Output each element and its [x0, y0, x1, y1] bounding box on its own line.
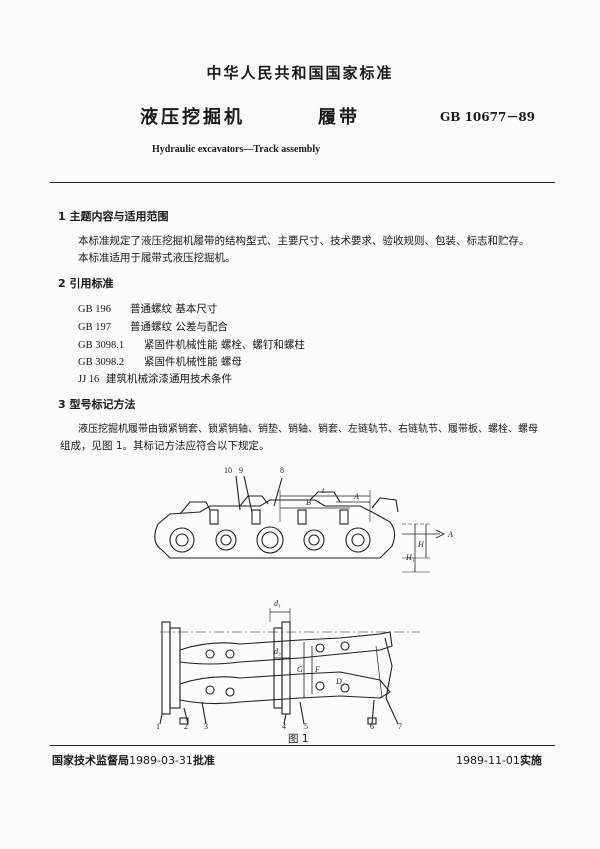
- dim-label-g: G: [297, 665, 303, 674]
- footer-divider: [50, 745, 555, 746]
- effective-date: 1989-11-01: [456, 754, 520, 767]
- figure-caption: 图 1: [288, 733, 309, 745]
- reference-code: GB 3098.1: [78, 340, 125, 351]
- dim-label-t: t: [322, 486, 325, 495]
- reference-item: GB 196 普通螺纹 基本尺寸: [78, 301, 217, 316]
- dim-label-arrow-a: A: [447, 530, 453, 539]
- reference-code: GB 196: [78, 304, 111, 315]
- english-title: Hydraulic excavators—Track assembly: [152, 144, 321, 155]
- document-title-part2: 履带: [318, 107, 360, 128]
- dim-label-h1: H₁: [405, 553, 415, 562]
- reference-code: JJ 16: [78, 374, 100, 385]
- dim-label-d3: d₃: [274, 647, 281, 656]
- reference-code: GB 197: [78, 322, 111, 333]
- figure-label-10: 10: [224, 466, 232, 475]
- reference-title: 建筑机械涂漆通用技术条件: [106, 373, 232, 385]
- section-3-heading: 3 型号标记方法: [58, 398, 136, 411]
- dim-label-h: H: [417, 540, 425, 549]
- reference-item: GB 3098.1 紧固件机械性能 螺栓、螺钉和螺柱: [78, 337, 305, 352]
- part-number-5: 5: [304, 722, 308, 730]
- reference-title: 紧固件机械性能 螺栓、螺钉和螺柱: [144, 339, 305, 351]
- part-number-4: 4: [282, 722, 286, 730]
- effective-label: 实施: [519, 754, 542, 767]
- part-number-7: 7: [398, 722, 402, 730]
- reference-code: GB 3098.2: [78, 357, 125, 368]
- approved-label: 批准: [192, 754, 215, 767]
- dim-label-a: A: [353, 492, 359, 501]
- section-3-para-2: 组成，见图 1。其标记方法应符合以下规定。: [60, 440, 270, 452]
- figure-label-8: 8: [280, 466, 284, 475]
- section-1-para-2: 本标准适用于履带式液压挖掘机。: [78, 252, 236, 264]
- track-assembly-figure: 10 9 8 t B A H H₁ A d₁ d₃ D₂ G F 1 2 3 4…: [154, 466, 453, 730]
- national-standard-heading: 中华人民共和国国家标准: [206, 64, 394, 82]
- standard-number: GB 10677－89: [440, 110, 536, 124]
- approved-date: 1989-03-31: [129, 754, 193, 767]
- reference-title: 普通螺纹 基本尺寸: [130, 303, 218, 315]
- reference-title: 紧固件机械性能 螺母: [144, 356, 242, 368]
- issuer-name: 国家技术监督局: [52, 754, 129, 767]
- dim-label-f: F: [314, 665, 320, 674]
- document-title-part1: 液压挖掘机: [140, 107, 245, 128]
- footer-effective: 1989-11-01实施: [456, 752, 542, 768]
- part-number-3: 3: [204, 722, 208, 730]
- reference-item: GB 197 普通螺纹 公差与配合: [78, 319, 228, 334]
- reference-item: GB 3098.2 紧固件机械性能 螺母: [78, 354, 242, 369]
- dim-label-d2: D₂: [335, 677, 345, 686]
- section-3-para-1: 液压挖掘机履带由锁紧销套、锁紧销轴、销垫、销轴、销套、左链轨节、右链轨节、履带板…: [78, 424, 538, 435]
- section-2-heading: 2 引用标准: [58, 277, 114, 290]
- section-1-heading: 1 主题内容与适用范围: [58, 210, 169, 223]
- reference-title: 普通螺纹 公差与配合: [130, 321, 228, 333]
- footer-approval: 国家技术监督局1989-03-31批准: [52, 752, 215, 768]
- header-divider: [50, 182, 555, 183]
- part-number-2: 2: [184, 722, 188, 730]
- part-number-6: 6: [370, 722, 374, 730]
- dim-label-b: B: [306, 498, 311, 507]
- section-1-para-1: 本标准规定了液压挖掘机履带的结构型式、主要尺寸、技术要求、验收规则、包装、标志和…: [78, 235, 530, 247]
- dim-label-d1: d₁: [274, 599, 281, 608]
- figure-label-9: 9: [239, 466, 243, 475]
- reference-item: JJ 16 建筑机械涂漆通用技术条件: [78, 371, 232, 386]
- part-number-1: 1: [156, 722, 160, 730]
